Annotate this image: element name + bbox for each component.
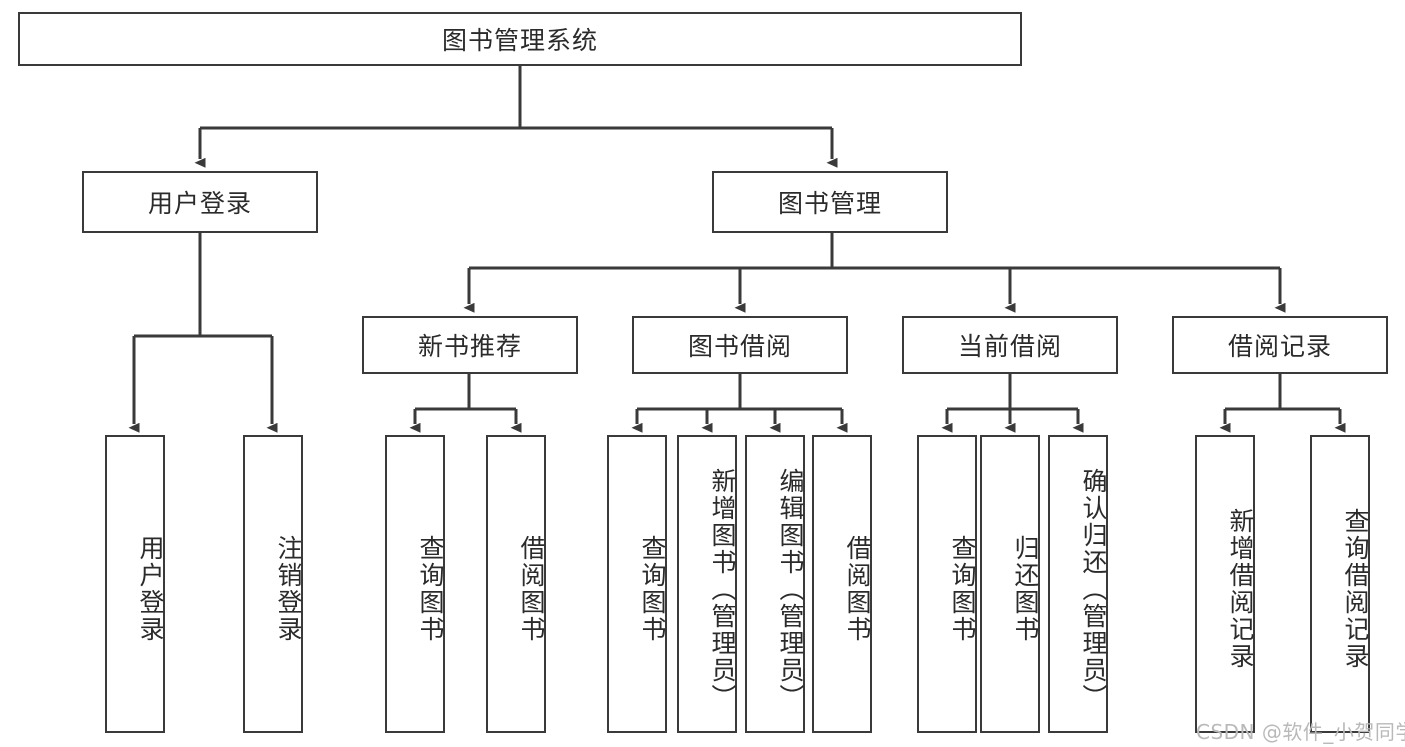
node-root[interactable]: 图书管理系统 [18,12,1022,66]
node-leaf-add-borrow-record-label: 新增借阅记录 [1226,508,1255,670]
node-leaf-return-book-label: 归还图书 [1011,535,1040,643]
node-leaf-edit-book-label: 编辑图书（管理员） [776,467,805,711]
node-leaf-query-book-borrow[interactable]: 查询图书 [607,435,667,733]
node-current-borrow-label: 当前借阅 [957,332,1062,361]
node-leaf-logout-label: 注销登录 [274,535,303,643]
node-leaf-logout[interactable]: 注销登录 [243,435,303,733]
node-leaf-query-book-recommend-label: 查询图书 [416,535,445,643]
node-leaf-query-book-current-label: 查询图书 [948,535,977,643]
node-book-management-label: 图书管理 [777,189,882,218]
node-new-book-recommend[interactable]: 新书推荐 [362,316,578,374]
node-leaf-user-login-label: 用户登录 [136,535,165,643]
node-borrow-record-label: 借阅记录 [1227,332,1332,361]
node-user-login[interactable]: 用户登录 [82,171,318,233]
node-leaf-query-book-current[interactable]: 查询图书 [917,435,977,733]
node-leaf-borrow-book[interactable]: 借阅图书 [812,435,872,733]
node-leaf-edit-book[interactable]: 编辑图书（管理员） [745,435,805,733]
node-leaf-query-book-borrow-label: 查询图书 [638,535,667,643]
node-book-borrow-label: 图书借阅 [687,332,792,361]
node-leaf-add-borrow-record[interactable]: 新增借阅记录 [1195,435,1255,733]
node-leaf-query-book-recommend[interactable]: 查询图书 [385,435,445,733]
node-leaf-user-login[interactable]: 用户登录 [105,435,165,733]
node-leaf-add-book-label: 新增图书（管理员） [708,467,737,711]
node-book-management[interactable]: 图书管理 [712,171,948,233]
node-leaf-query-borrow-record-label: 查询借阅记录 [1341,508,1370,670]
node-root-label: 图书管理系统 [441,26,598,55]
node-new-book-recommend-label: 新书推荐 [417,332,522,361]
node-leaf-return-book[interactable]: 归还图书 [980,435,1040,733]
node-book-borrow[interactable]: 图书借阅 [632,316,848,374]
csdn-watermark: CSDN @软件_小贺同学 [1196,720,1405,744]
node-leaf-query-borrow-record[interactable]: 查询借阅记录 [1310,435,1370,733]
node-leaf-confirm-return-label: 确认归还（管理员） [1079,467,1108,711]
node-leaf-confirm-return[interactable]: 确认归还（管理员） [1048,435,1108,733]
node-leaf-borrow-book-label: 借阅图书 [843,535,872,643]
node-leaf-borrow-book-recommend-label: 借阅图书 [517,535,546,643]
node-user-login-label: 用户登录 [147,189,252,218]
node-current-borrow[interactable]: 当前借阅 [902,316,1118,374]
node-leaf-add-book[interactable]: 新增图书（管理员） [677,435,737,733]
node-borrow-record[interactable]: 借阅记录 [1172,316,1388,374]
node-leaf-borrow-book-recommend[interactable]: 借阅图书 [486,435,546,733]
